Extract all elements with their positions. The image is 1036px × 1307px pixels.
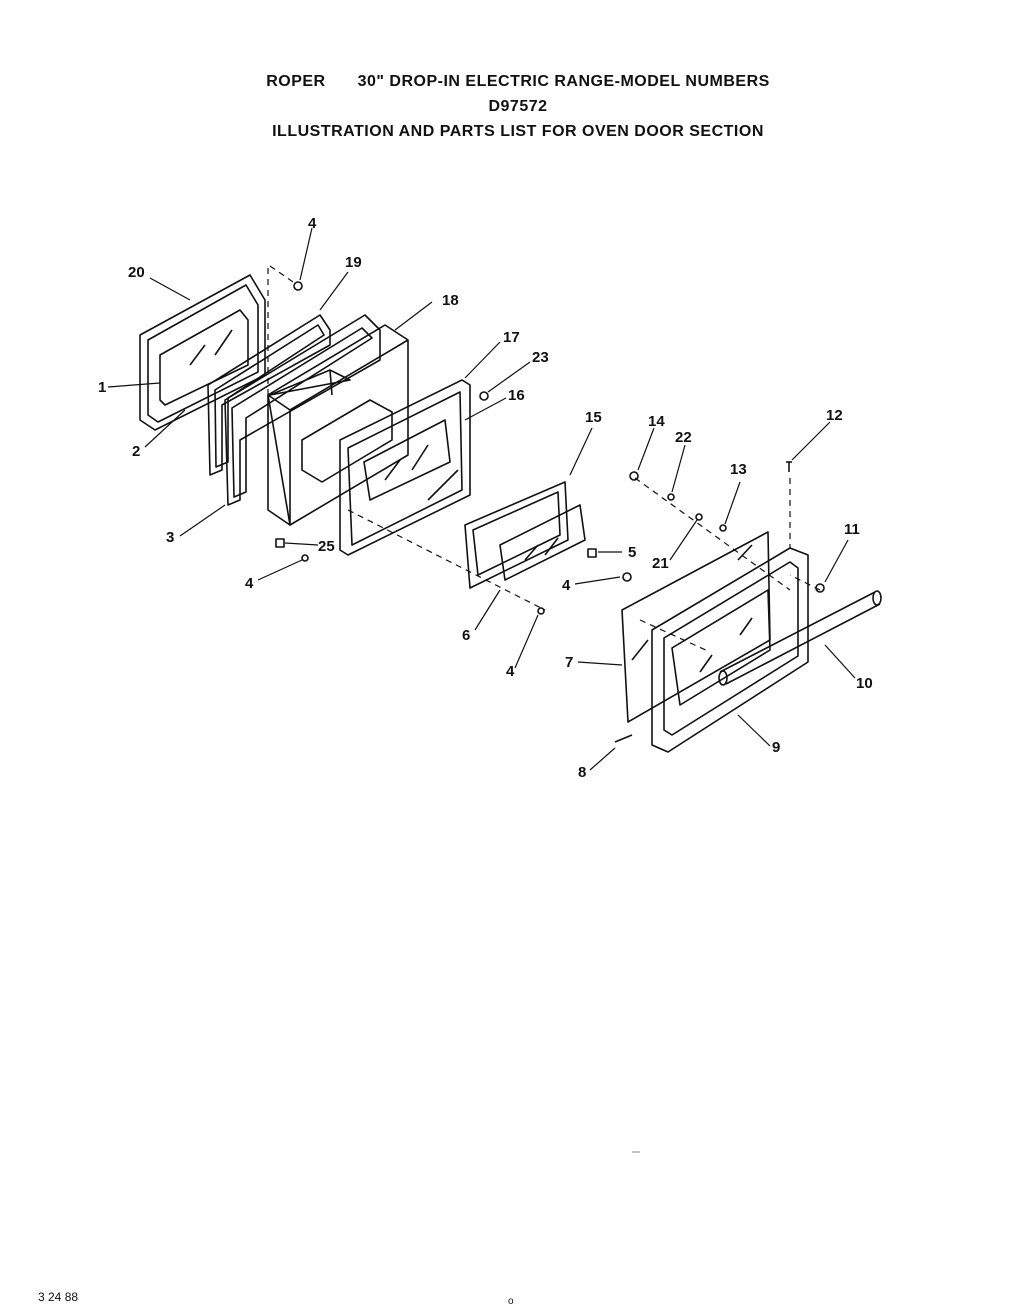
callout-20: 20 <box>128 264 145 281</box>
callout-6: 6 <box>462 627 470 644</box>
callout-12: 12 <box>826 407 843 424</box>
callout-1: 1 <box>98 379 106 396</box>
callout-15: 15 <box>585 409 602 426</box>
callout-7: 7 <box>565 654 573 671</box>
hardware-fasteners <box>275 281 825 615</box>
callout-25: 25 <box>318 538 335 555</box>
callout-4-left: 4 <box>245 575 254 592</box>
callout-10: 10 <box>856 675 873 692</box>
callout-14: 14 <box>648 413 665 430</box>
callout-4-top: 4 <box>308 215 317 232</box>
part-6-inner-glass <box>499 504 586 581</box>
callout-18: 18 <box>442 292 459 309</box>
part-16-door-panel <box>339 379 471 556</box>
part-8-trim-strip <box>614 734 633 743</box>
header-line-1: ROPER 30" DROP-IN ELECTRIC RANGE-MODEL NU… <box>0 73 1036 91</box>
callout-21: 21 <box>652 555 669 572</box>
part-10-door-handle <box>718 590 882 686</box>
print-date: 3 24 88 <box>38 1290 79 1304</box>
brand-name: ROPER <box>266 73 326 90</box>
callout-11: 11 <box>844 521 860 538</box>
page-mark: o <box>508 1296 514 1307</box>
model-number: D97572 <box>488 98 548 115</box>
part-9-door-frame <box>651 547 809 753</box>
callout-4-bottom: 4 <box>506 663 515 680</box>
callout-2: 2 <box>132 443 140 460</box>
range-model-title: 30" DROP-IN ELECTRIC RANGE-MODEL NUMBERS <box>357 73 770 90</box>
callout-9: 9 <box>772 739 780 756</box>
part-15-glass-retainer <box>464 481 569 589</box>
callout-19: 19 <box>345 254 362 271</box>
part-18-insulation-box <box>267 324 409 526</box>
callout-4-right: 4 <box>562 577 571 594</box>
callout-22: 22 <box>675 429 692 446</box>
callout-16: 16 <box>508 387 525 404</box>
part-7-outer-glass <box>621 531 771 723</box>
callout-5: 5 <box>628 544 636 561</box>
callout-8: 8 <box>578 764 586 781</box>
callout-13: 13 <box>730 461 747 478</box>
callout-3: 3 <box>166 529 174 546</box>
callout-23: 23 <box>532 349 549 366</box>
alignment-lines <box>267 265 821 653</box>
part-3-liner-frame <box>224 314 381 506</box>
part-20-inner-liner <box>139 274 266 431</box>
callout-17: 17 <box>503 329 520 346</box>
section-title: ILLUSTRATION AND PARTS LIST FOR OVEN DOO… <box>272 123 764 140</box>
leader-lines <box>107 227 856 771</box>
